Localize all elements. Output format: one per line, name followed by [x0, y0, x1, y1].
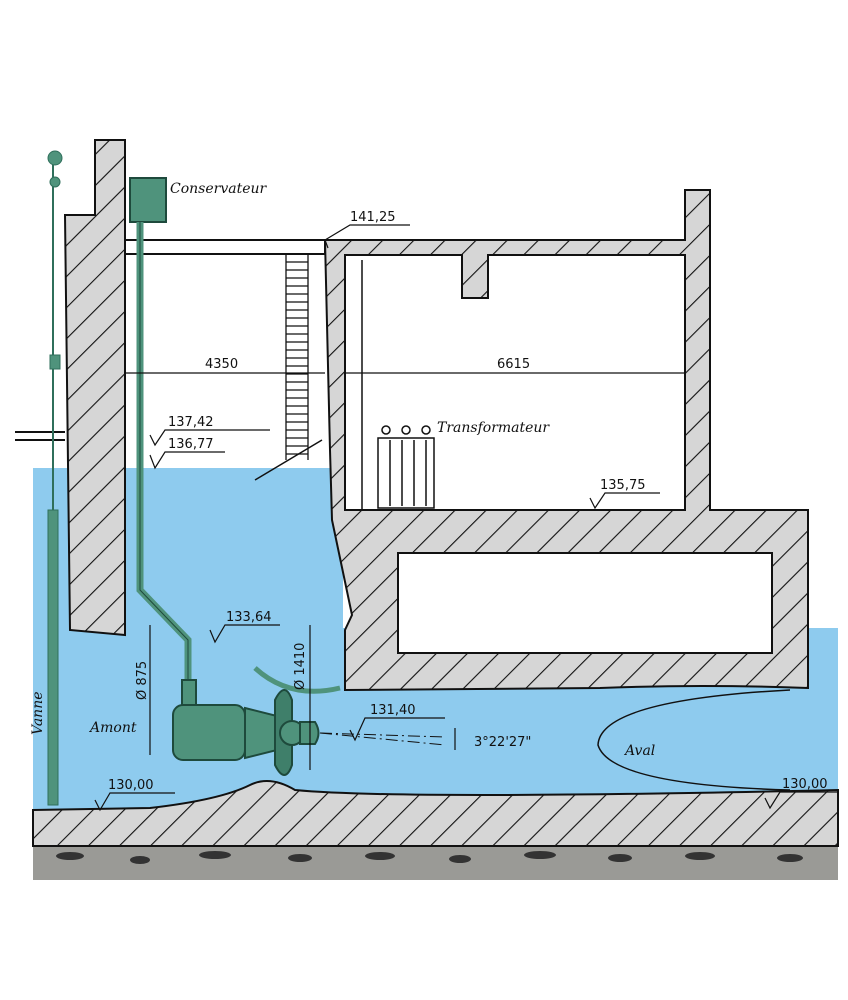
level-136-77: 136,77: [168, 437, 214, 452]
ladder: [285, 254, 309, 460]
channel-floor: [32, 780, 839, 847]
dim-angle: 3°22'27": [474, 735, 531, 750]
level-133-64: 133,64: [226, 610, 272, 625]
level-141-25: 141,25: [350, 210, 396, 225]
gate-rod: [47, 150, 63, 806]
draft-tube-curve: [597, 689, 791, 791]
lower-cavity: [397, 552, 773, 654]
level-130-00-right: 130,00: [782, 777, 828, 792]
dim-diam-1410: Ø 1410: [293, 643, 308, 690]
vanne-label: Vanne: [30, 692, 46, 736]
bulb-turbine: [172, 666, 341, 776]
left-wall: [63, 139, 126, 637]
dim-4350: 4350: [205, 357, 238, 372]
ground-specks: [56, 851, 803, 864]
level-135-75: 135,75: [600, 478, 646, 493]
dim-6615: 6615: [497, 357, 530, 372]
level-131-40: 131,40: [370, 703, 416, 718]
level-130-00-left: 130,00: [108, 778, 154, 793]
aval-label: Aval: [623, 743, 655, 759]
water-surface-line: [254, 439, 323, 481]
transformateur-label: Transformateur: [437, 420, 550, 436]
deck-slab: [124, 239, 326, 255]
ground: [33, 846, 838, 880]
amont-label: Amont: [88, 720, 137, 736]
conservator-tank: [129, 177, 167, 223]
level-137-42: 137,42: [168, 415, 214, 430]
dimension-lines: [94, 224, 838, 812]
transformer: [377, 425, 435, 509]
conservateur-label: Conservateur: [170, 181, 268, 197]
dim-diam-875: Ø 875: [135, 661, 150, 700]
